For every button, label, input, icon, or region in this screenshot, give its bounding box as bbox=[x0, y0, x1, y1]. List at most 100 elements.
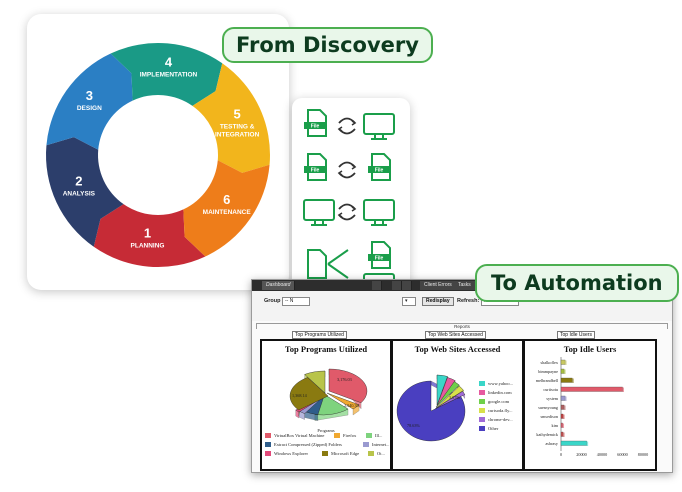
from-discovery-heading: From Discovery bbox=[222, 27, 433, 63]
cycle-stage-number: 2 bbox=[75, 174, 82, 189]
websites-legend-swatch bbox=[479, 408, 485, 413]
programs-report-dropdown[interactable]: Top Programs Utilized bbox=[292, 331, 347, 339]
websites-slice-label: 78.63% bbox=[407, 423, 420, 428]
group-select-arrow[interactable]: ▾ bbox=[402, 297, 416, 306]
cycle-stage-label: ANALYSIS bbox=[63, 191, 96, 198]
programs-legend-label: Windows Explorer bbox=[274, 451, 308, 456]
idle-user-bar bbox=[560, 395, 566, 401]
cycle-stage-1 bbox=[93, 204, 206, 267]
sync-icon bbox=[337, 117, 357, 135]
programs-legend-swatch bbox=[334, 433, 340, 438]
websites-legend-swatch bbox=[479, 399, 485, 404]
websites-legend-label: curtsoda.fly... bbox=[488, 408, 512, 413]
group-select[interactable]: -- N bbox=[282, 297, 310, 306]
programs-pie-slice bbox=[328, 368, 368, 404]
programs-legend-title: Programs bbox=[317, 428, 334, 433]
programs-legend-label: Extract Compressed (Zipped) Folders bbox=[274, 442, 342, 447]
redisplay-button[interactable]: Redisplay bbox=[422, 297, 454, 306]
cycle-stage-number: 6 bbox=[223, 192, 230, 207]
websites-title: Top Web Sites Accessed bbox=[414, 344, 501, 354]
programs-legend-swatch bbox=[366, 433, 372, 438]
reports-section-header: Reports bbox=[256, 323, 668, 329]
websites-legend-label: chrome-dev... bbox=[488, 417, 513, 422]
programs-legend-label: VirtualBox Virtual Machine bbox=[274, 433, 324, 438]
websites-pie-slice bbox=[435, 385, 464, 409]
idle-users-title: Top Idle Users bbox=[563, 344, 617, 354]
computer-icon bbox=[363, 113, 395, 140]
programs-legend-swatch bbox=[368, 451, 374, 456]
idle-user-bar bbox=[560, 413, 564, 419]
dashboard-tab[interactable]: Client Errors bbox=[420, 281, 457, 290]
group-label: Group bbox=[264, 298, 281, 304]
programs-legend-label: Internet... bbox=[372, 442, 389, 447]
dashboard-tab[interactable] bbox=[372, 281, 383, 290]
idle-user-bar bbox=[560, 368, 565, 374]
programs-legend-swatch bbox=[363, 442, 369, 447]
idle-user-label: curtisotu bbox=[543, 387, 559, 392]
cycle-stage-label: DESIGN bbox=[77, 105, 102, 112]
file-icon: File bbox=[304, 109, 327, 137]
svg-text:File: File bbox=[375, 256, 384, 262]
cycle-stage-label: MAINTENANCE bbox=[203, 209, 252, 216]
programs-legend-swatch bbox=[322, 451, 328, 456]
websites-legend-swatch bbox=[479, 381, 485, 386]
websites-panel: Top Web Sites Accessed 78.63% 3.07% www.ya… bbox=[391, 339, 524, 471]
svg-text:File: File bbox=[311, 168, 320, 174]
websites-pie-slice bbox=[396, 380, 466, 442]
idle-axis-tick: 40000 bbox=[597, 452, 607, 457]
programs-legend-swatch bbox=[265, 442, 271, 447]
idle-user-bar bbox=[560, 377, 573, 383]
idle-users-panel: Top Idle Users shalkoflex bimmpayne melbra… bbox=[523, 339, 657, 471]
programs-pie-slice bbox=[289, 377, 329, 411]
dashboard-tab[interactable] bbox=[402, 281, 413, 290]
websites-pie-slice bbox=[435, 381, 460, 408]
cycle-stage-label: INTEGRATION bbox=[215, 131, 260, 138]
websites-pie-slice bbox=[436, 374, 448, 406]
cycle-stage-number: 4 bbox=[165, 55, 173, 70]
websites-legend-label: Other bbox=[488, 426, 499, 431]
programs-legend-label: Firefox bbox=[343, 433, 357, 438]
websites-legend-label: linkedin.com bbox=[488, 390, 512, 395]
idle-users-report-dropdown[interactable]: Top Idle Users bbox=[557, 331, 595, 339]
dashboard-tab[interactable] bbox=[392, 281, 403, 290]
programs-pie-slice bbox=[304, 370, 326, 394]
idle-user-label: bimmpayne bbox=[538, 369, 558, 374]
idle-user-bar bbox=[560, 359, 566, 365]
websites-report-dropdown[interactable]: Top Web Sites Accessed bbox=[425, 331, 486, 339]
idle-user-label: system bbox=[546, 396, 558, 401]
programs-slice-label: 3,176.03 bbox=[337, 377, 352, 383]
cycle-stage-label: IMPLEMENTATION bbox=[140, 72, 198, 79]
file-icon: File bbox=[304, 153, 327, 181]
idle-axis-tick: 80000 bbox=[638, 452, 648, 457]
websites-pie-slice bbox=[436, 377, 456, 407]
idle-axis-tick: 60000 bbox=[617, 452, 627, 457]
idle-user-label: ashrasy bbox=[545, 441, 558, 446]
idle-user-label: shalkoflex bbox=[541, 360, 559, 365]
dashboard-tab[interactable]: Dashboard bbox=[262, 281, 296, 290]
cycle-stage-number: 5 bbox=[234, 106, 241, 121]
idle-user-label: melbrandbell bbox=[536, 378, 559, 383]
dashboard-tab[interactable]: Tasks bbox=[454, 281, 476, 290]
idle-user-label: smsedison bbox=[541, 414, 559, 419]
cycle-stage-2 bbox=[46, 137, 124, 247]
websites-legend-label: www.yahoo... bbox=[488, 381, 513, 386]
cycle-stage-number: 1 bbox=[144, 225, 151, 240]
document-icon bbox=[307, 249, 327, 279]
websites-legend-label: google.com bbox=[488, 399, 510, 404]
websites-slice-label: 3.07% bbox=[449, 395, 460, 400]
cycle-stage-3 bbox=[46, 53, 133, 150]
idle-user-label: kim bbox=[551, 423, 558, 428]
idle-axis-tick: 0 bbox=[560, 452, 562, 457]
to-automation-heading: To Automation bbox=[475, 264, 679, 302]
file-icon: File bbox=[368, 241, 391, 269]
cycle-stage-4 bbox=[110, 43, 223, 106]
programs-pie-slice bbox=[326, 392, 360, 410]
cycle-stage-number: 3 bbox=[86, 88, 93, 103]
programs-legend-label: Ot... bbox=[377, 451, 385, 456]
file-icon: File bbox=[368, 153, 391, 181]
sdlc-cycle-diagram: 1PLANNING2ANALYSIS3DESIGN4IMPLEMENTATION… bbox=[46, 43, 270, 267]
programs-legend-swatch bbox=[265, 433, 271, 438]
